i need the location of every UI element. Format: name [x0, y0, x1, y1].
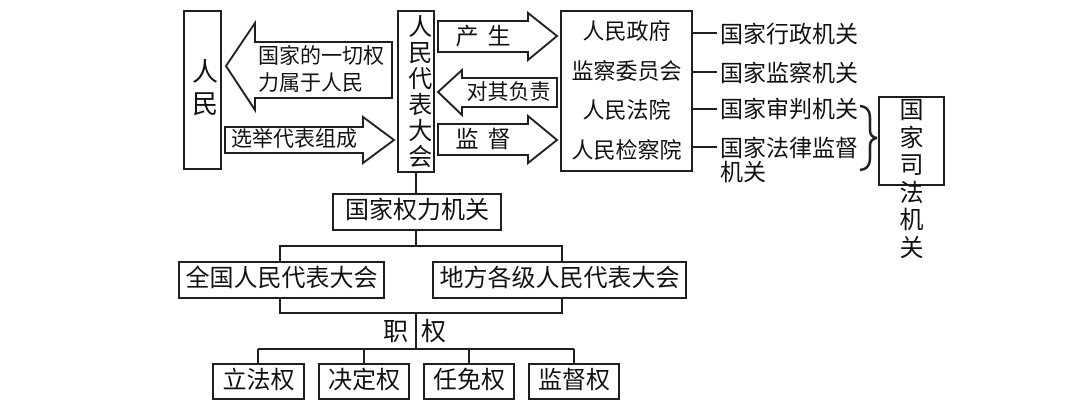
arrow-power-belongs-line1: 国家的一切权: [258, 44, 384, 68]
node-peoples-congress: 人民代表大会: [397, 10, 435, 173]
node-national-congress: 全国人民代表大会: [178, 261, 385, 299]
arrow-produce-label: 产生: [455, 24, 520, 49]
judicial-organ-line3: 机关: [899, 208, 930, 262]
arrow-elect-shape: [224, 115, 396, 165]
node-state-organs: 人民政府 监察委员会 人民法院 人民检察院: [560, 10, 693, 172]
org-row-supervisory-commission: 监察委员会: [571, 58, 682, 84]
powers-branch-lines: [257, 348, 575, 363]
label-functions: 职权: [383, 319, 460, 346]
node-legislative-power: 立法权: [212, 363, 305, 400]
arrow-responsible-label: 对其负责: [466, 80, 551, 104]
judicial-organ-line2: 司法: [899, 153, 930, 207]
judicial-organ-line1: 国家: [899, 98, 930, 152]
arrow-power-belongs-label: 国家的一切权 力属于人民: [258, 43, 391, 97]
node-people: 人民: [183, 10, 222, 170]
org-row-procuratorate: 人民检察院: [571, 137, 682, 163]
arrow-elect-label: 选举代表组成: [231, 127, 357, 151]
label-judgment-organ: 国家审判机关: [720, 97, 858, 122]
arrow-supervise-shape: [437, 113, 559, 166]
label-administrative-organ: 国家行政机关: [720, 22, 858, 47]
arrow-power-belongs-line2: 力属于人民: [258, 71, 363, 95]
arrow-produce-shape: [437, 10, 559, 63]
judicial-brace: [859, 104, 878, 172]
label-legal-supervision-organ-line2: 机关: [720, 160, 766, 185]
node-local-congress: 地方各级人民代表大会: [432, 261, 687, 299]
arrow-responsible-shape: [436, 67, 558, 118]
node-supervision-power: 监督权: [528, 363, 620, 400]
label-legal-supervision-organ-line1: 国家法律监督: [720, 136, 858, 161]
arrow-power-belongs-shape: [224, 19, 393, 114]
node-state-power-organ: 国家权力机关: [332, 193, 502, 231]
node-appointment-power: 任免权: [423, 363, 515, 400]
label-supervisory-organ: 国家监察机关: [720, 61, 858, 86]
node-decision-power: 决定权: [318, 363, 410, 400]
org-row-court: 人民法院: [582, 98, 671, 124]
node-judicial-organ: 国家 司法 机关: [878, 96, 945, 262]
arrow-supervise-label: 监督: [455, 127, 520, 152]
org-row-government: 人民政府: [582, 19, 671, 45]
organ-label-ticks: [693, 32, 717, 148]
